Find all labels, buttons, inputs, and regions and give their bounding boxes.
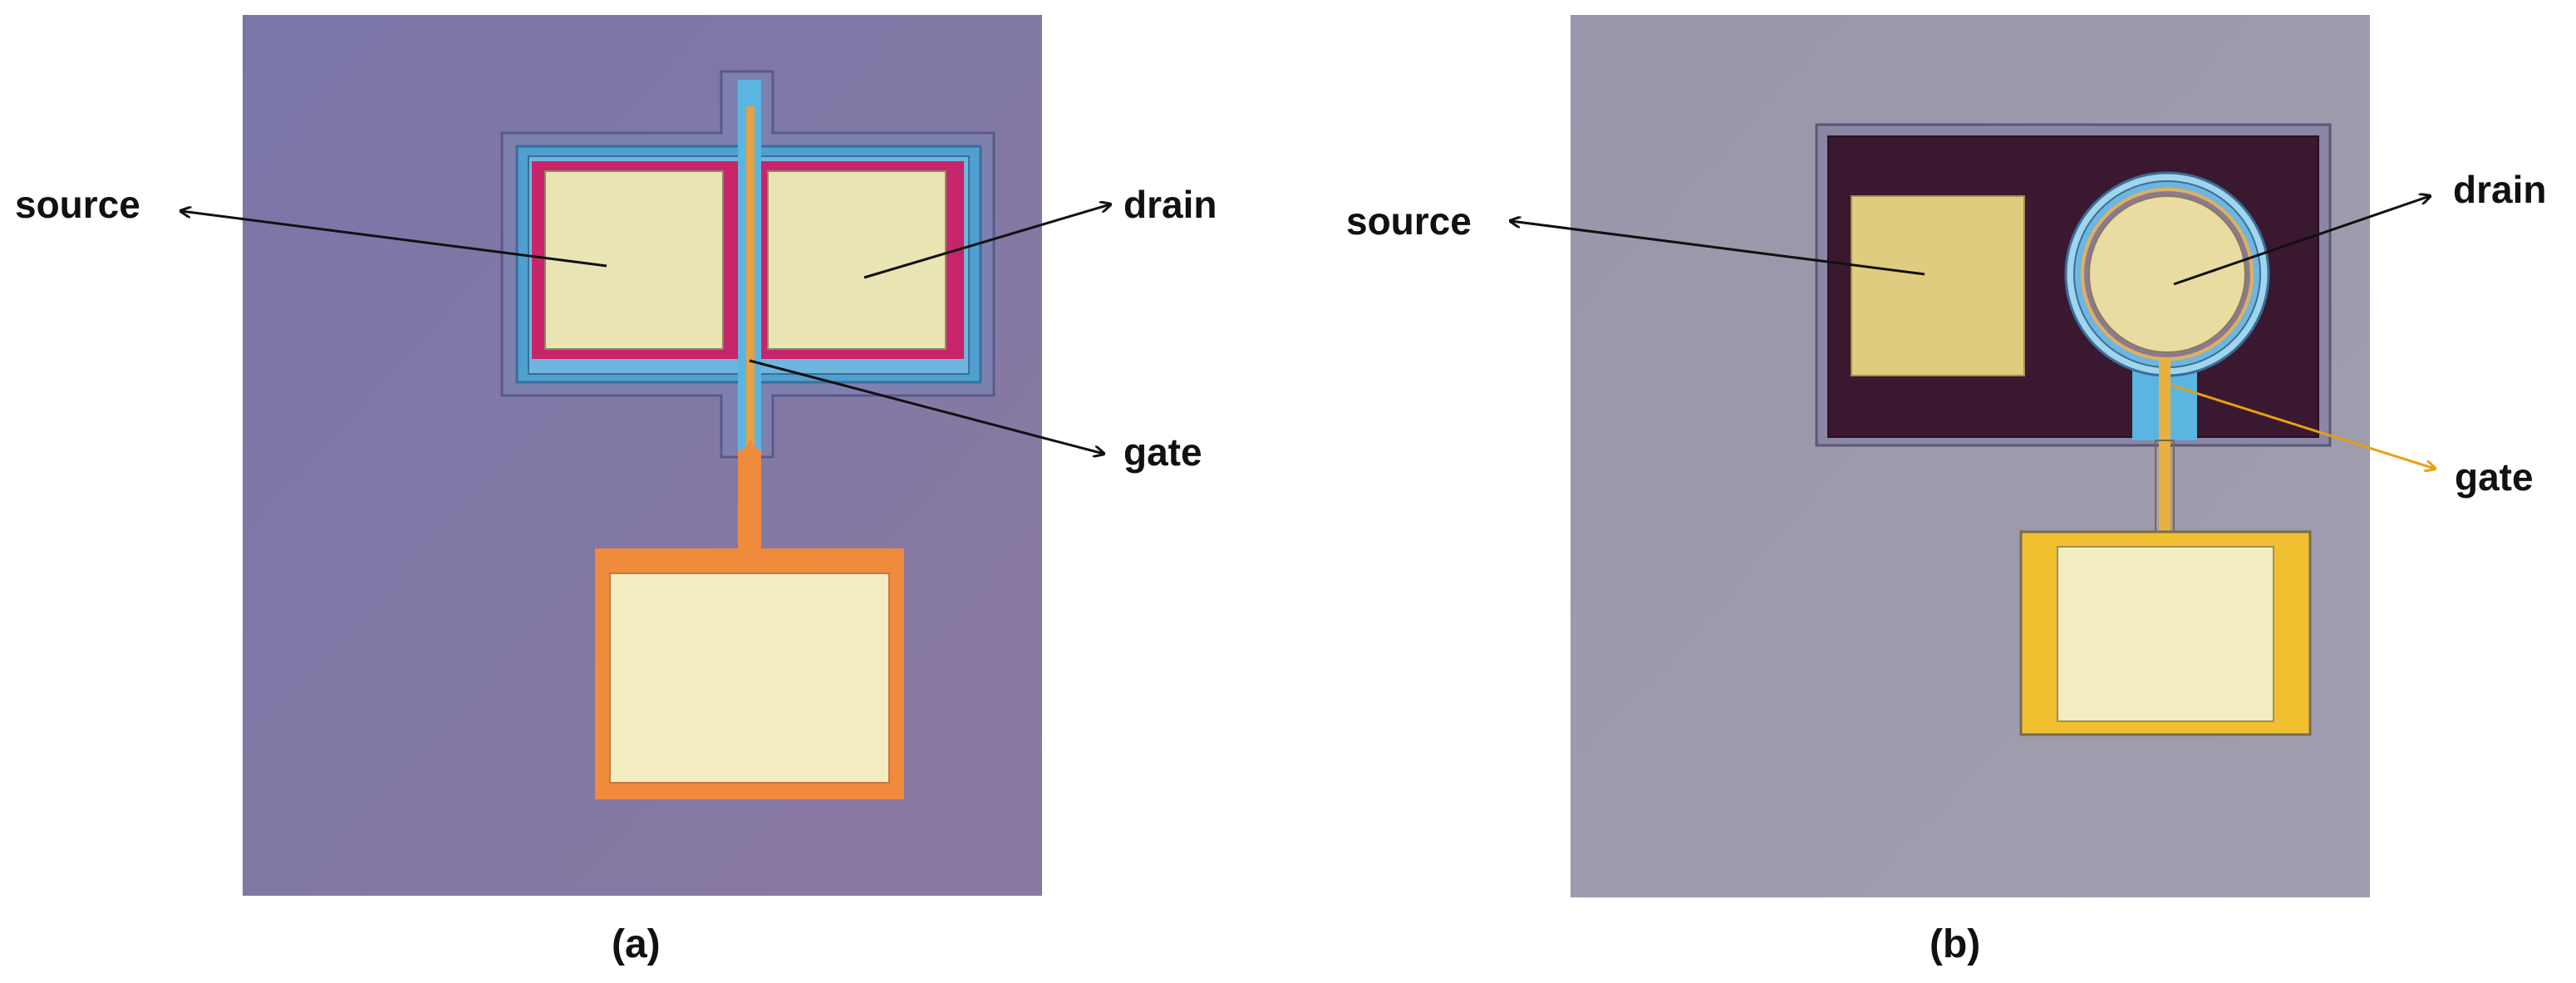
- panel-a-drain-arrow: [863, 204, 1110, 279]
- panel-b-source-label: source: [1346, 199, 1472, 243]
- panel-a: source drain gate (a): [15, 15, 1217, 966]
- panel-b-source-arrow: [1511, 221, 1925, 276]
- panel-a-gate-pad: [609, 573, 890, 784]
- panel-b-drain-pad: [2088, 195, 2246, 353]
- panel-a-caption: (a): [612, 922, 661, 966]
- panel-b-gate-lead: [2159, 357, 2170, 533]
- panel-b-caption: (b): [1930, 922, 1980, 966]
- panel-b-drain-label: drain: [2453, 168, 2546, 211]
- panel-b-gate-label: gate: [2455, 455, 2534, 499]
- panel-b-gate-pad: [2057, 546, 2274, 722]
- panel-b-source-pad: [1851, 195, 2025, 376]
- panel-a-gate-arrow: [749, 359, 1104, 454]
- panel-a-source-arrow: [181, 211, 607, 268]
- panel-a-gate-lead: [738, 450, 761, 552]
- panel-a-drain-pad: [767, 170, 946, 350]
- panel-b-drain-arrow: [2173, 196, 2430, 286]
- panel-a-source-pad: [544, 170, 724, 350]
- panel-a-drain-label: drain: [1123, 183, 1217, 226]
- panel-a-source-label: source: [15, 183, 140, 226]
- panel-b: source drain gate (b): [1346, 15, 2546, 966]
- panel-a-gate-line: [746, 106, 755, 447]
- panel-b-gate-arrow: [2171, 384, 2435, 469]
- panel-a-gate-label: gate: [1123, 430, 1202, 474]
